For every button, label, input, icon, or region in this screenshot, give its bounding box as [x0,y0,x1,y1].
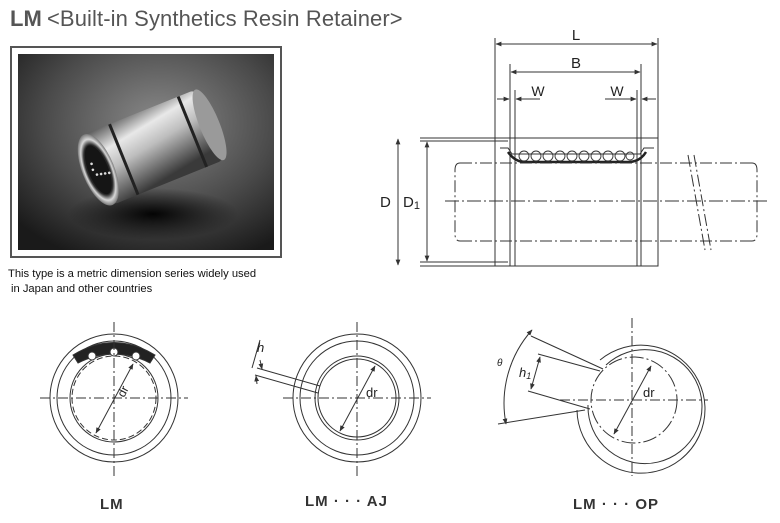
caption-line-2: in Japan and other countries [11,283,153,295]
dr-label: dr [366,385,378,400]
angle-line [497,409,586,425]
dimension-W-left-label: W [531,83,545,99]
ball [131,351,141,361]
page-title: LM<Built-in Synthetics Resin Retainer> [10,6,403,32]
extension-line [251,339,261,369]
dimension-dr-line [339,365,376,432]
caption-line-1: This type is a metric dimension series w… [8,268,257,280]
series-subtitle: <Built-in Synthetics Resin Retainer> [46,6,403,31]
dimension-h-arrow [254,375,260,385]
dimension-dr-line [95,363,134,434]
retaining-groove-left [108,123,140,196]
dimension-h-arrow [258,359,264,370]
h1-label: h1 [519,365,531,381]
dimension-dr-line [613,365,652,435]
variant-label-lm: LM [100,496,124,513]
theta-label: θ [497,358,503,369]
bushing-outline [494,137,659,267]
dimension-h1-line [530,356,541,390]
open-slot [527,353,601,410]
ball [87,351,97,361]
series-code: LM [10,6,42,31]
product-photo [18,54,274,250]
product-photo-frame [10,46,282,258]
shaft-outline [454,154,758,251]
description-caption: This type is a metric dimension series w… [8,267,256,297]
angle-theta-arc [502,329,533,425]
dr-label: dr [114,383,131,399]
h-label: h [257,340,264,355]
retaining-groove-right [176,95,209,168]
dimension-D1-label: D1 [403,194,420,212]
dr-label: dr [643,385,655,400]
side-view-drawing [395,38,770,267]
dimension-B-label: B [571,55,581,72]
end-view-lm [40,322,188,476]
dimension-D-label: D [380,194,391,211]
dimension-L-label: L [572,27,580,44]
outer-ring [576,344,706,474]
variant-label-op: LM · · · OP [573,496,659,513]
slit [254,367,321,394]
variant-label-aj: LM · · · AJ [305,493,388,510]
dimension-W-right-label: W [610,83,624,99]
end-view-aj [251,322,431,476]
bushing-body [77,89,227,206]
angle-line [530,335,604,370]
retainer-track [506,151,648,164]
outer-ring-inner-edge [587,349,703,465]
ball-row [518,150,635,162]
ball-row [90,162,111,176]
end-view-op [497,318,708,476]
retainer-outline [500,147,654,155]
